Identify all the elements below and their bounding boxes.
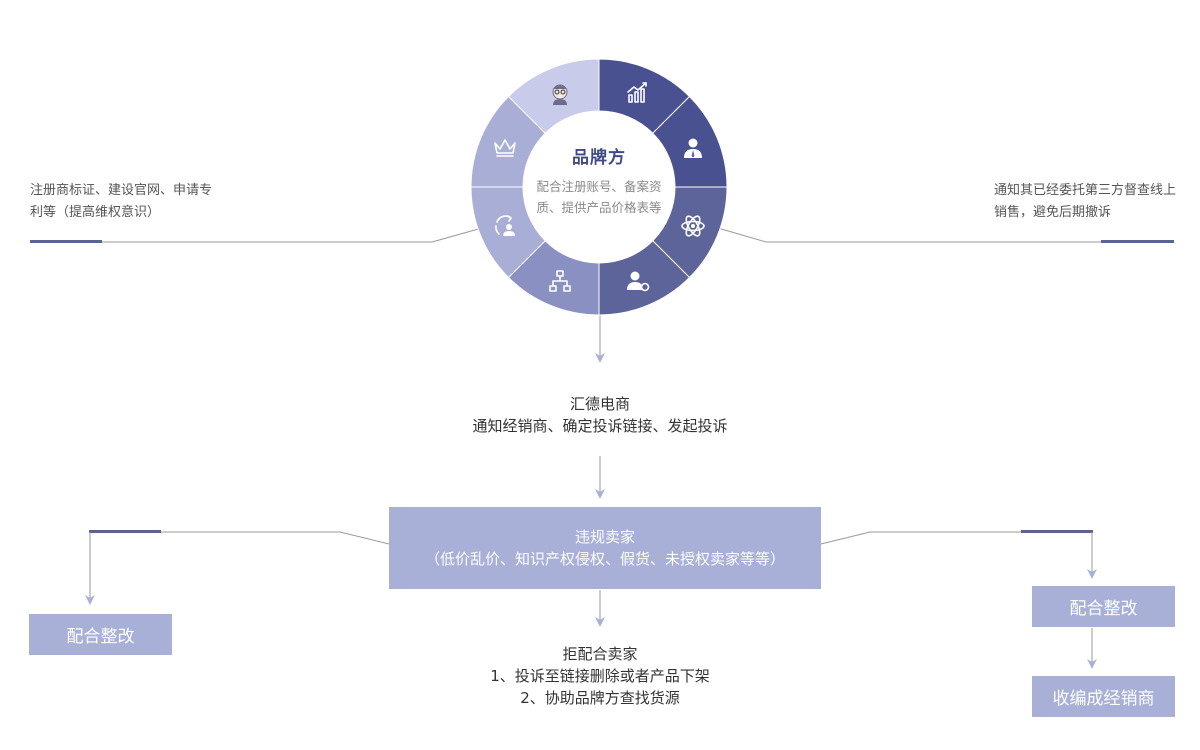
left-cooperate-box: 配合整改 [29,614,172,655]
brand-description: 配合注册账号、备案资质、提供产品价格表等 [536,179,662,215]
left-note: 注册商标证、建设官网、申请专利等（提高维权意识） [30,183,213,220]
org-chart-icon [546,267,574,295]
right-note: 通知其已经委托第三方督查线上销售，避免后期撤诉 [994,183,1177,220]
brand-title: 品牌方 [572,148,626,168]
avatar-glasses-icon [546,79,574,107]
right-branch-diagonal [820,531,871,545]
left-accent-bar [30,240,102,243]
right-accent-bar [1101,240,1174,243]
left-note-diagonal [431,227,483,243]
atom-icon [679,212,707,240]
huide-desc: 通知经销商、确定投诉链接、发起投诉 [472,417,728,435]
huide-step: 汇德电商 通知经销商、确定投诉链接、发起投诉 [400,393,800,437]
refuse-step: 拒配合卖家 1、投诉至链接删除或者产品下架 2、协助品牌方查找货源 [400,643,800,709]
wheel-hub: 品牌方 配合注册账号、备案资质、提供产品价格表等 [525,113,673,261]
recruit-dealer-box: 收编成经销商 [1032,676,1175,717]
business-person-icon [679,134,707,162]
violator-box: 违规卖家 （低价乱价、知识产权侵权、假货、未授权卖家等等） [389,507,821,589]
bar-chart-icon [624,79,652,107]
left-branch-accent [89,530,161,533]
huide-title: 汇德电商 [569,395,630,413]
refuse-item-2: 2、协助品牌方查找货源 [520,689,680,707]
violator-desc: （低价乱价、知识产权侵权、假货、未授权卖家等等） [424,550,785,568]
crown-icon [491,134,519,162]
user-sync-icon [491,212,519,240]
wheel-hub-circle [523,111,675,263]
right-note-diagonal [717,227,767,243]
left-branch-diagonal [339,531,390,545]
refuse-item-1: 1、投诉至链接删除或者产品下架 [490,667,710,685]
refuse-title: 拒配合卖家 [562,645,638,663]
user-settings-icon [624,267,652,295]
right-cooperate-box: 配合整改 [1032,586,1175,627]
right-branch-accent [1021,530,1093,533]
violator-title: 违规卖家 [574,528,635,546]
